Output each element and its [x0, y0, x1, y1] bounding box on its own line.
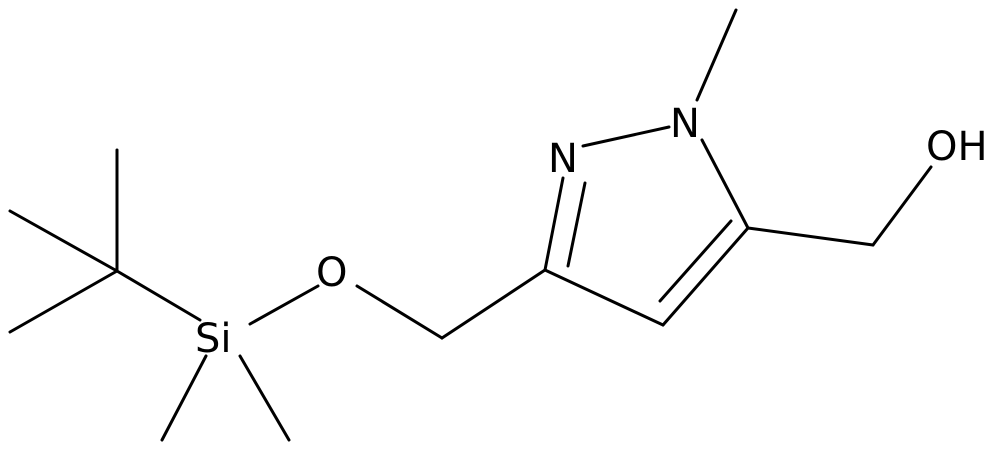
bond-c3-ch2	[440, 268, 547, 340]
atom-label-o: O	[316, 250, 347, 296]
bond-c5-ch2	[746, 226, 875, 247]
bond-n2-c3	[543, 176, 565, 272]
bond-o-si	[248, 284, 320, 326]
bond-cquat-methyl-left	[8, 209, 119, 273]
bond-si-cquat	[115, 269, 202, 322]
bond-c4-c5	[661, 226, 750, 327]
atom-label-si: Si	[195, 316, 232, 362]
bond-c4-c5-inner	[658, 219, 733, 303]
bond-n1-n2	[581, 125, 671, 148]
atom-label-n2: N	[548, 136, 578, 182]
bond-si-methyl-a	[160, 354, 208, 442]
bond-c5-n1	[700, 138, 750, 230]
bond-ch2-oh	[871, 165, 933, 247]
bond-n1-methyl	[695, 8, 738, 102]
bond-n2-c3-inner	[566, 181, 587, 268]
atom-label-n1: N	[670, 101, 700, 147]
bond-c3-c4	[543, 268, 665, 327]
atom-label-oh: OH	[926, 124, 988, 170]
bond-si-methyl-b	[238, 354, 291, 442]
bond-cquat-methyl-bottom	[8, 269, 119, 334]
bond-ch2-o	[355, 284, 444, 340]
